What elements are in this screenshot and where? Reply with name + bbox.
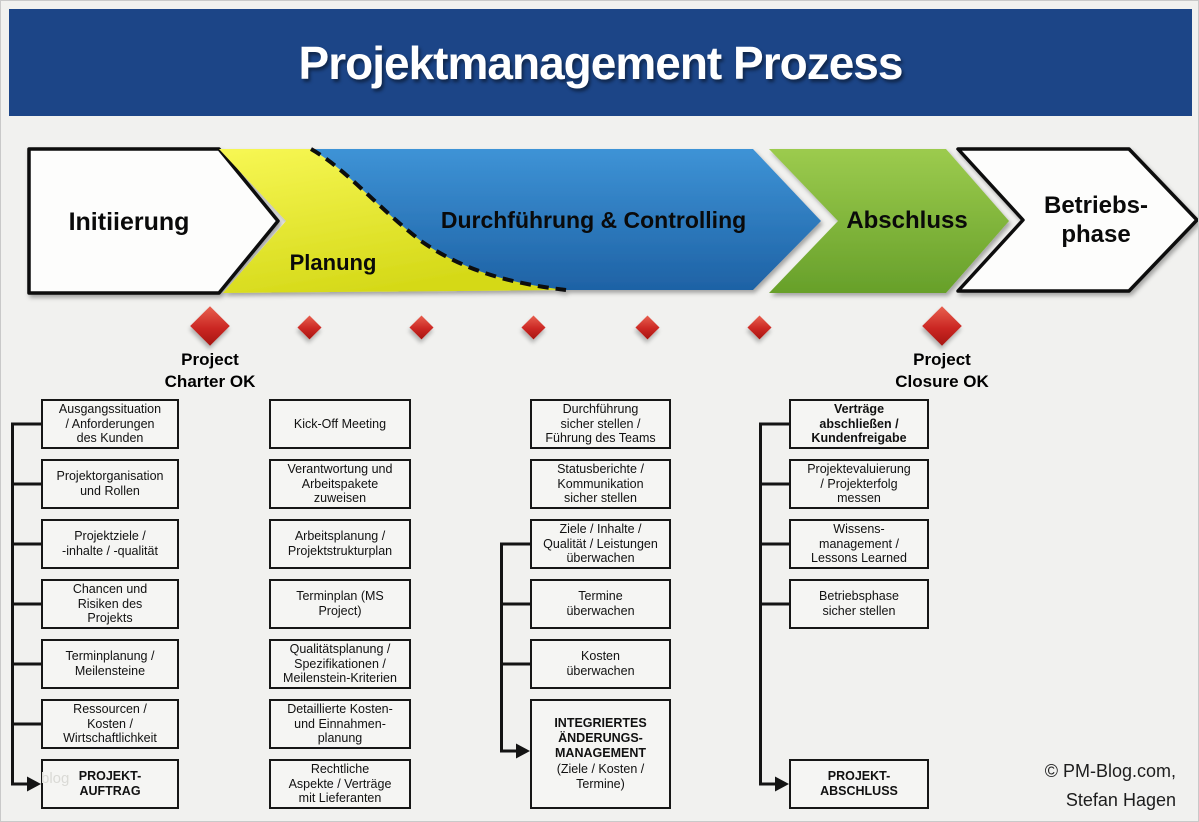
task-box: Qualitätsplanung / Spezifikationen / Mei…: [269, 639, 411, 689]
task-box-projektauftrag: PROJEKT- AUFTRAG: [41, 759, 179, 809]
credit-text: © PM-Blog.com, Stefan Hagen: [1044, 761, 1176, 810]
task-box: Kick-Off Meeting: [269, 399, 411, 449]
task-box: Verantwortung und Arbeitspakete zuweisen: [269, 459, 411, 509]
phase-label-planung: Planung: [289, 250, 377, 275]
task-box: Ressourcen / Kosten / Wirtschaftlichkeit: [41, 699, 179, 749]
arrowhead-projektabschluss: [775, 776, 789, 792]
milestone-label-project-charter: Project Charter OK: [164, 350, 256, 392]
phase-arrow-initiierung: [27, 147, 280, 295]
phase-label-betriebsphase: Betriebs- phase: [1043, 192, 1149, 248]
task-box: Statusberichte / Kommunikation sicher st…: [530, 459, 671, 509]
bracket-column-4: [759, 422, 789, 786]
task-box: Terminplan (MS Project): [269, 579, 411, 629]
task-box: Rechtliche Aspekte / Verträge mit Liefer…: [269, 759, 411, 809]
arrowhead-aenderungsmanagement: [516, 743, 530, 759]
task-box: Chancen und Risiken des Projekts: [41, 579, 179, 629]
task-box: Durchführung sicher stellen / Führung de…: [530, 399, 671, 449]
task-box: Termine überwachen: [530, 579, 671, 629]
phase-arrow-abschluss: [769, 149, 1009, 293]
arrowhead-projektauftrag: [27, 776, 41, 792]
phase-label-initiierung: Initiierung: [68, 208, 190, 236]
task-box-label: PROJEKT- AUFTRAG: [78, 769, 142, 798]
task-box-sublabel: (Ziele / Kosten / Termine): [556, 762, 645, 792]
task-box: Ziele / Inhalte / Qualität / Leistungen …: [530, 519, 671, 569]
task-box-projektabschluss: PROJEKT- ABSCHLUSS: [789, 759, 929, 809]
page-title: Projektmanagement Prozess: [298, 36, 904, 89]
bracket-column-3: [500, 542, 530, 753]
task-box: Kosten überwachen: [530, 639, 671, 689]
phase-arrow-betriebsphase: [956, 147, 1198, 293]
phase-label-durchfuehrung: Durchführung & Controlling: [440, 207, 747, 233]
watermark-text: blog: [41, 770, 70, 787]
task-box: Projektevaluierung / Projekterfolg messe…: [789, 459, 929, 509]
phase-arrow-planung: [219, 149, 566, 293]
task-box: Wissens- management / Lessons Learned: [789, 519, 929, 569]
milestone-label-project-closure: Project Closure OK: [895, 350, 989, 392]
phase-arrow-durchfuehrung: [311, 149, 821, 290]
task-box-label: Verträge abschließen / Kundenfreigabe: [811, 401, 907, 446]
task-box: Arbeitsplanung / Projektstrukturplan: [269, 519, 411, 569]
title-banner: Projektmanagement Prozess: [9, 9, 1192, 116]
task-box-label: INTEGRIERTES ÄNDERUNGS- MANAGEMENT: [554, 716, 647, 760]
task-box-aenderungsmanagement: INTEGRIERTES ÄNDERUNGS- MANAGEMENT (Ziel…: [530, 699, 671, 809]
task-box: Projektorganisation und Rollen: [41, 459, 179, 509]
phase-boundary-dashed-line: [310, 147, 567, 292]
task-box-label: PROJEKT- ABSCHLUSS: [820, 769, 898, 798]
task-box: Projektziele / -inhalte / -qualität: [41, 519, 179, 569]
task-box: Ausgangssituation / Anforderungen des Ku…: [41, 399, 179, 449]
task-box: Detaillierte Kosten- und Einnahmen- plan…: [269, 699, 411, 749]
phase-label-abschluss: Abschluss: [846, 207, 968, 234]
bracket-column-1: [11, 422, 41, 786]
task-box: Betriebsphase sicher stellen: [789, 579, 929, 629]
task-box: Terminplanung / Meilensteine: [41, 639, 179, 689]
process-arrows: [27, 147, 1198, 295]
task-box-vertraege: Verträge abschließen / Kundenfreigabe: [789, 399, 929, 449]
